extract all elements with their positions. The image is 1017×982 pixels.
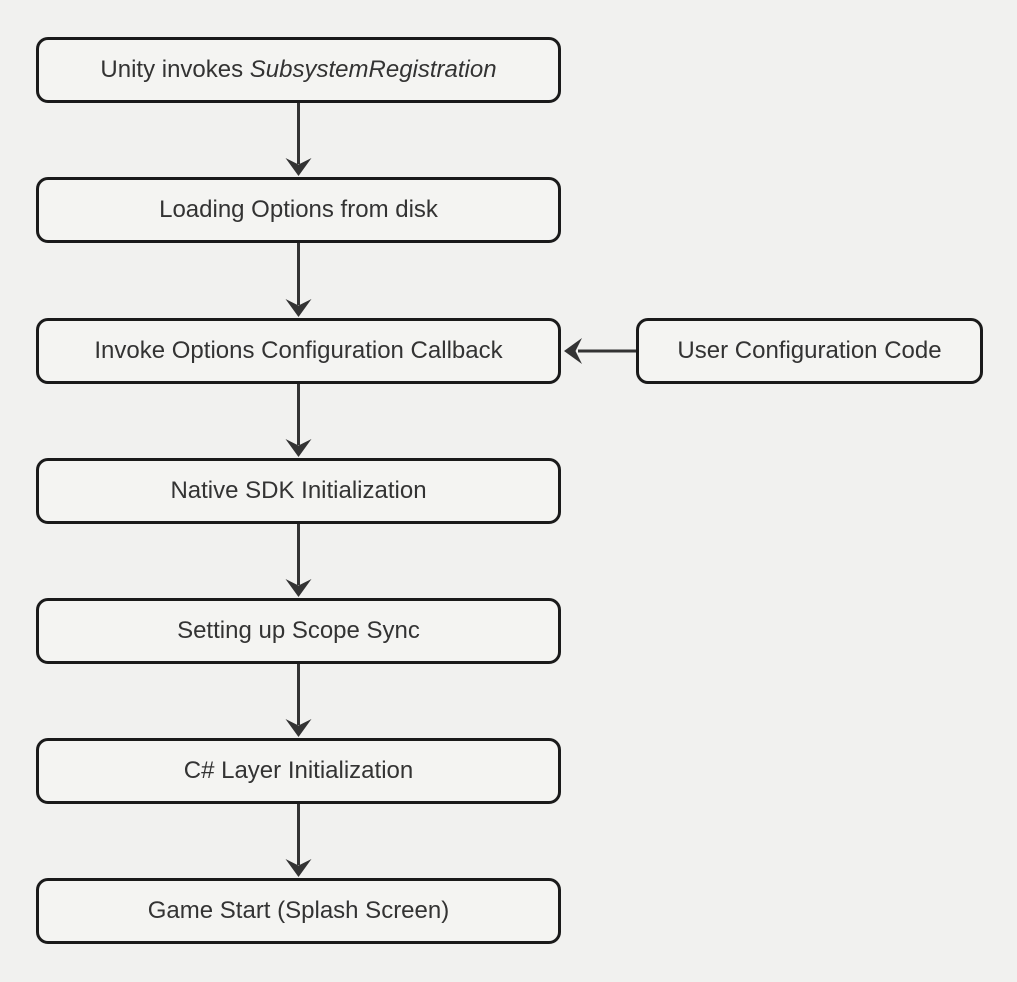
edge-step6-step7 (285, 804, 312, 877)
edge-step3-step4 (285, 384, 312, 457)
edge-side-node-step3 (564, 338, 636, 364)
flow-node-setting-up-scope-sync: Setting up Scope Sync (36, 598, 561, 664)
edge-step1-step2 (285, 102, 312, 176)
edge-step4-step5 (285, 524, 312, 597)
node-label: Loading Options from disk (159, 195, 438, 223)
flow-node-loading-options-from-disk: Loading Options from disk (36, 177, 561, 243)
node-label: Setting up Scope Sync (177, 616, 420, 644)
node-label: User Configuration Code (677, 336, 942, 364)
edge-step5-step6 (285, 664, 312, 737)
flow-node-invoke-options-configuration-callback: Invoke Options Configuration Callback (36, 318, 561, 384)
flow-node-user-configuration-code: User Configuration Code (636, 318, 983, 384)
node-label: Game Start (Splash Screen) (147, 896, 450, 924)
edge-step2-step3 (285, 243, 312, 317)
flow-node-unity-invokes-subsystemregistration: Unity invokes SubsystemRegistration (36, 37, 561, 103)
node-label: Native SDK Initialization (170, 476, 427, 504)
flow-node-native-sdk-initialization: Native SDK Initialization (36, 458, 561, 524)
flow-node-game-start-splash-screen: Game Start (Splash Screen) (36, 878, 561, 944)
node-label: Invoke Options Configuration Callback (94, 336, 503, 364)
node-label: C# Layer Initialization (183, 756, 414, 784)
node-label: Unity invokes SubsystemRegistration (100, 55, 497, 83)
flow-node-csharp-layer-initialization: C# Layer Initialization (36, 738, 561, 804)
